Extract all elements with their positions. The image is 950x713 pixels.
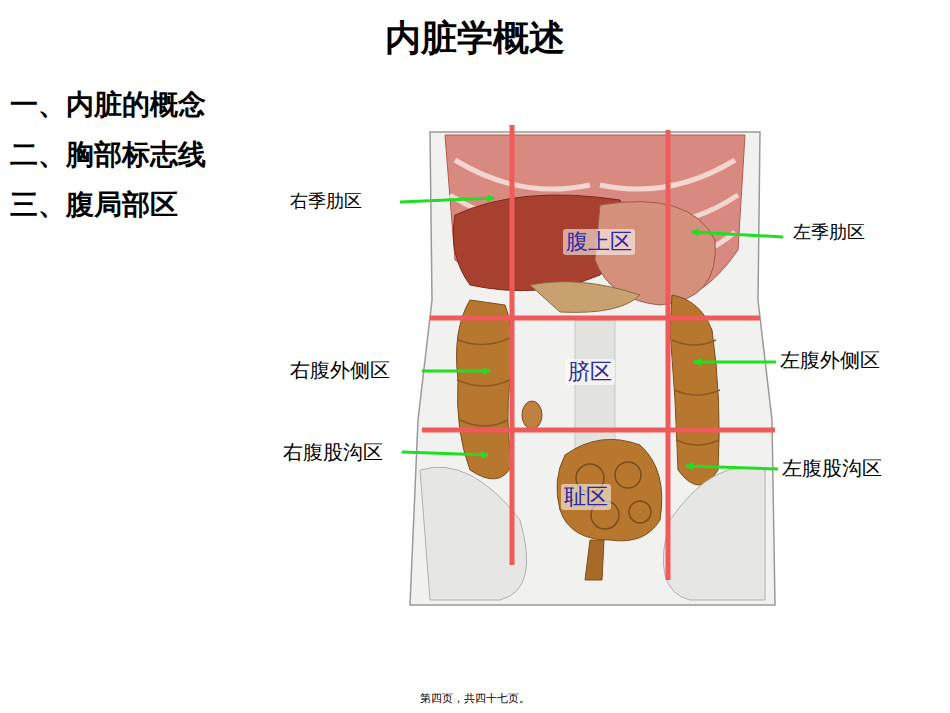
region-lines [422, 125, 775, 580]
leader-arrows [400, 198, 783, 469]
appendix [522, 401, 542, 429]
sigmoid-colon [557, 439, 662, 540]
region-callout: 左季肋区 [793, 222, 865, 244]
region-callout: 左腹外侧区 [780, 348, 880, 372]
region-callout: 右腹股沟区 [283, 440, 383, 464]
pelvis [663, 467, 765, 600]
region-label: 耻区 [561, 484, 611, 510]
region-callout: 右季肋区 [290, 191, 362, 213]
duodenum [530, 282, 640, 313]
region-callout: 右腹外侧区 [290, 358, 390, 382]
page-footer: 第四页，共四十七页。 [420, 692, 530, 705]
region-callout: 左腹股沟区 [782, 456, 882, 480]
torso-outline [410, 132, 775, 605]
outline-item: 三、腹局部区 [10, 188, 178, 222]
outline-item: 二、胸部标志线 [10, 138, 206, 172]
descending-colon [670, 295, 719, 485]
ascending-colon [457, 300, 513, 479]
region-label: 脐区 [565, 359, 615, 385]
outline-item: 一、内脏的概念 [10, 88, 206, 122]
slide-title: 内脏学概述 [385, 16, 565, 59]
rectum [585, 540, 604, 580]
region-label: 腹上区 [563, 229, 635, 255]
